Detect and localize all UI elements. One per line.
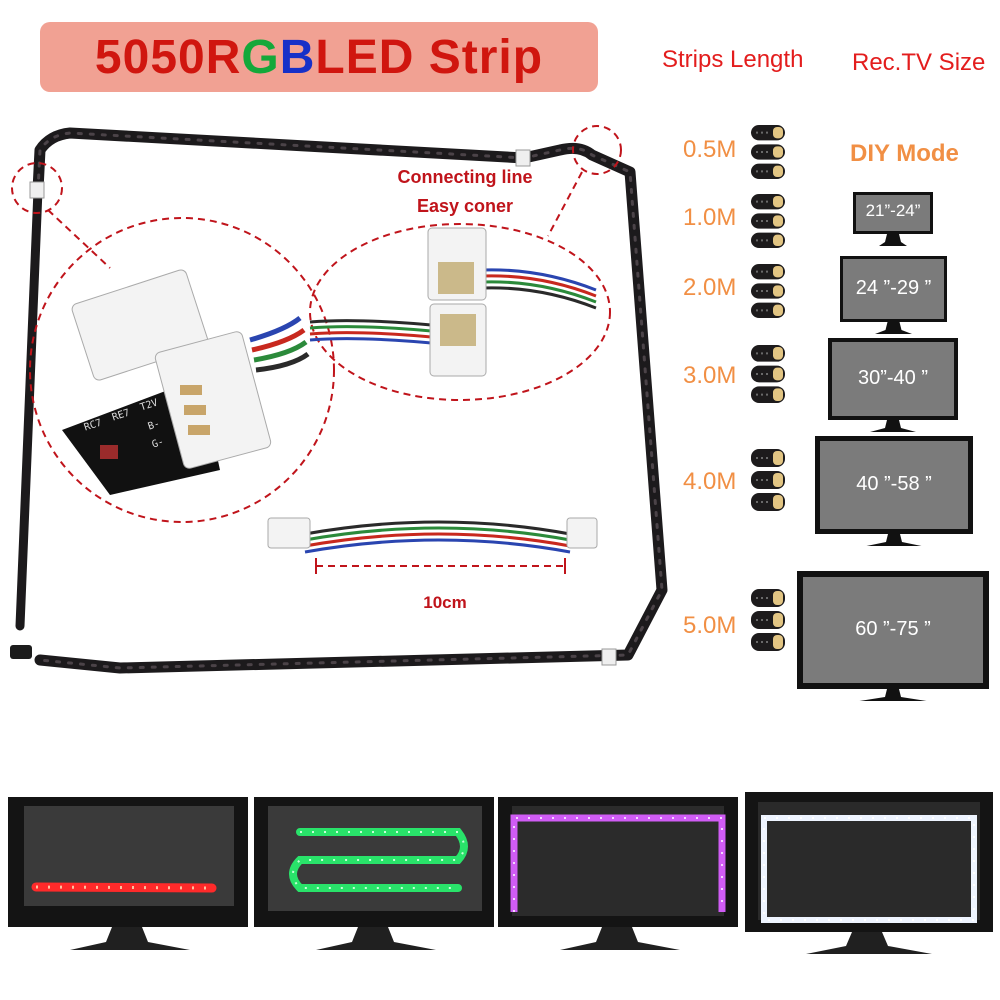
title-letter-g: G <box>241 30 280 84</box>
connector-label-line2: Easy coner <box>416 196 514 216</box>
strip-length-label: 0.5M <box>683 136 737 163</box>
diy-mode-label: DIY Mode <box>850 140 959 167</box>
tv-size-label: 40 ”-58 ” <box>856 473 932 495</box>
strips-length-header: Strips Length <box>662 46 804 73</box>
led-roll-icon <box>751 125 785 179</box>
title-letter-b: B <box>279 30 316 84</box>
connector-length-label: 10cm <box>423 593 467 612</box>
tv-size-label: 30”-40 ” <box>857 367 929 389</box>
tv-size-icon <box>797 571 989 701</box>
led-strip-diagram <box>10 125 668 674</box>
led-roll-icon <box>751 589 785 651</box>
strip-length-label: 1.0M <box>683 204 737 231</box>
title-part-1: 5050 <box>94 30 206 84</box>
tv-size-icon <box>815 436 973 546</box>
tv-size-icon <box>828 338 958 432</box>
title-part-2: LED Strip <box>315 30 544 84</box>
tv-size-header: Rec.TV Size <box>852 49 986 76</box>
strip-length-label: 3.0M <box>683 362 737 389</box>
strip-length-label: 2.0M <box>683 274 737 301</box>
tv-size-label: 60 ”-75 ” <box>855 618 931 640</box>
tv-photo-red <box>8 797 248 950</box>
tv-photos <box>8 792 993 954</box>
led-roll-icon <box>751 264 785 318</box>
strip-length-label: 4.0M <box>683 468 737 495</box>
tv-photo-green <box>254 797 494 950</box>
tv-size-label: 21”-24” <box>865 201 921 220</box>
product-title: 5050 R G B LED Strip <box>40 22 598 92</box>
title-letter-r: R <box>205 30 242 84</box>
connector-label-line1: Connecting line <box>397 167 533 187</box>
tv-size-icon <box>840 256 947 334</box>
tv-photo-white <box>745 792 993 954</box>
tv-size-label: 24 ”-29 ” <box>855 277 932 299</box>
tv-photo-purple <box>498 797 738 950</box>
led-roll-icon <box>751 194 785 248</box>
led-roll-icon <box>751 449 785 511</box>
tv-size-icon <box>853 192 933 246</box>
strip-length-label: 5.0M <box>683 612 737 639</box>
led-roll-icon <box>751 345 785 403</box>
